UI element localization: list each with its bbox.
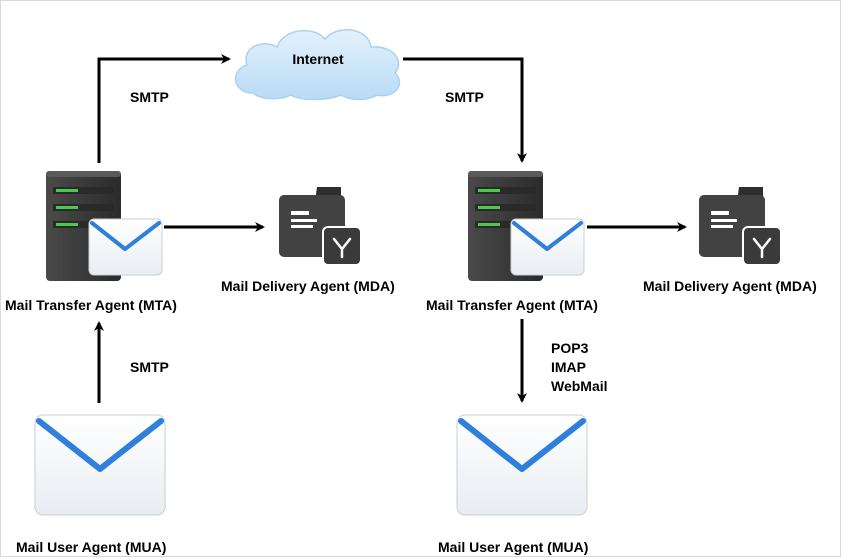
protocol-pop3: POP3 (551, 340, 589, 356)
mda-left-label: Mail Delivery Agent (MDA) (221, 278, 395, 294)
mua-right-envelope-icon (456, 414, 588, 516)
mta-left-envelope-icon (88, 218, 163, 276)
protocol-webmail: WebMail (551, 378, 608, 394)
mua-right-label: Mail User Agent (MUA) (438, 539, 589, 555)
mda-right-label: Mail Delivery Agent (MDA) (643, 278, 817, 294)
internet-label: Internet (292, 51, 344, 67)
mda-right-mailbox-icon (699, 187, 782, 266)
mta-right-label: Mail Transfer Agent (MTA) (426, 297, 598, 313)
edge-label-smtp-down: SMTP (445, 89, 484, 105)
mda-left-mailbox-icon (279, 187, 362, 266)
edge-internet-to-mta (403, 57, 527, 163)
edge-mta-to-internet (97, 54, 231, 163)
edge-label-smtp-up: SMTP (130, 89, 169, 105)
mua-left-label: Mail User Agent (MUA) (16, 539, 167, 555)
mta-right-envelope-icon (510, 218, 585, 276)
edge-label-smtp-mua: SMTP (130, 359, 169, 375)
edge-label-retrieval-protocols: POP3 IMAP WebMail (551, 339, 608, 396)
mua-left-envelope-icon (34, 414, 166, 516)
protocol-imap: IMAP (551, 359, 586, 375)
internet-cloud-icon: Internet (234, 29, 401, 101)
mta-left-label: Mail Transfer Agent (MTA) (5, 297, 177, 313)
